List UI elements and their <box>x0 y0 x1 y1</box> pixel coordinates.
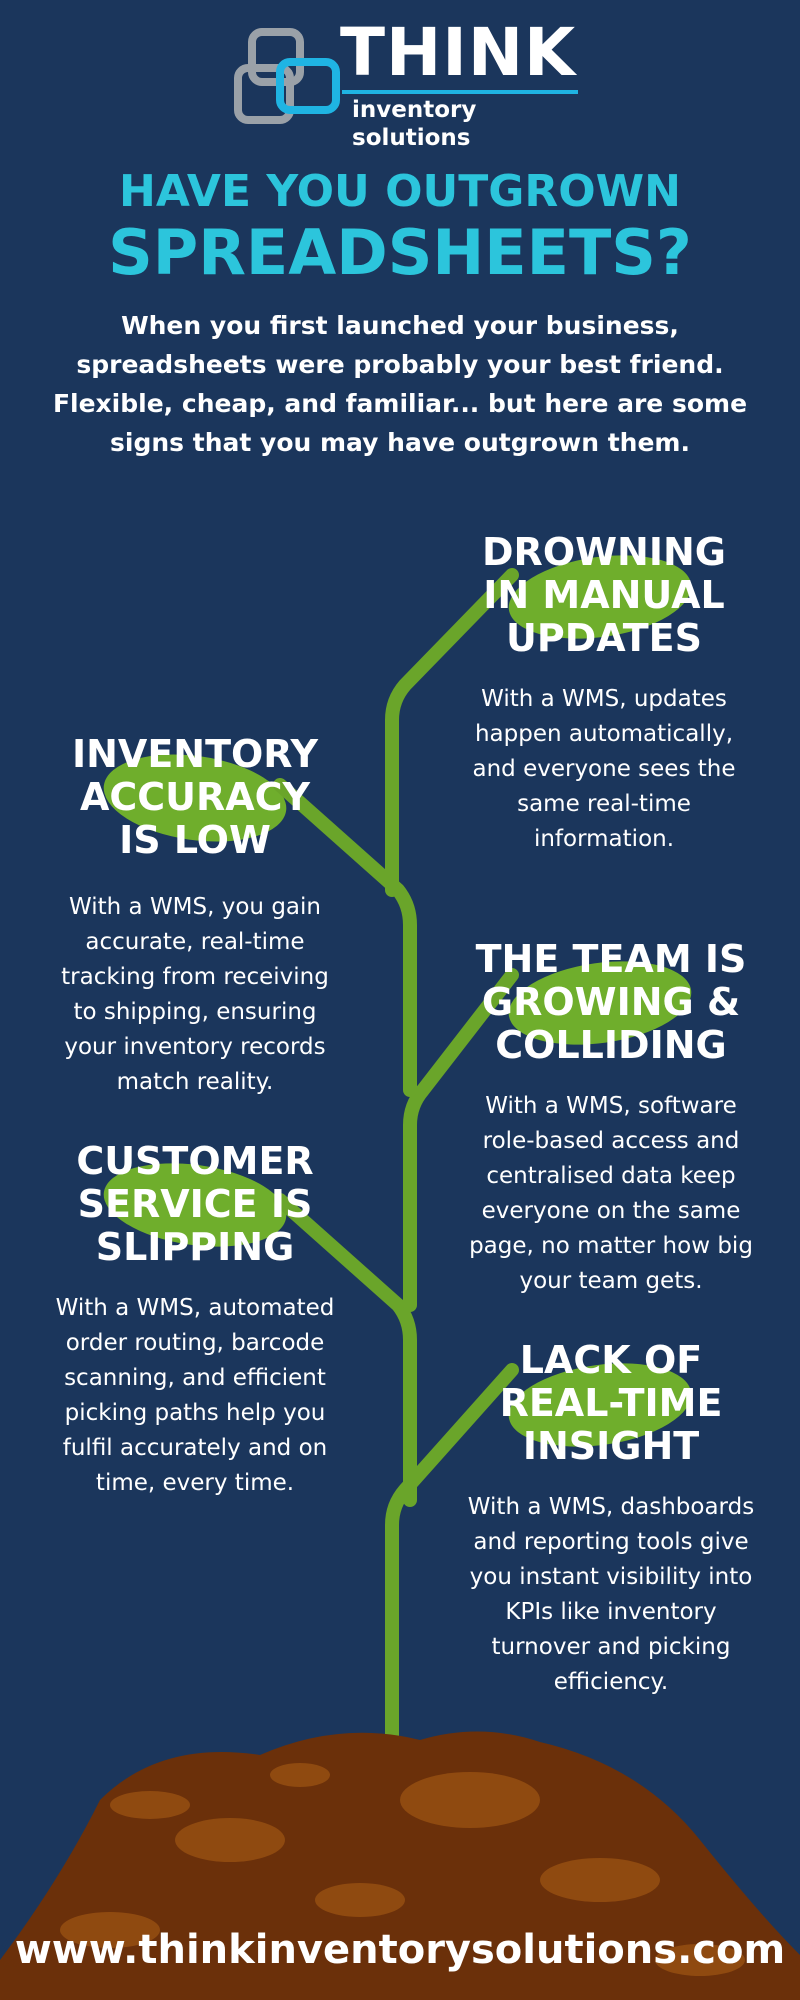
sign-description: With a WMS, automated order routing, bar… <box>55 1295 335 1496</box>
brand-tagline: inventory solutions <box>352 97 477 151</box>
sign-lack-real-time-insight: LACK OF REAL-TIME INSIGHT With a WMS, da… <box>436 1339 786 1700</box>
linked-squares-logo <box>234 28 340 124</box>
leaf-icon <box>508 1363 692 1447</box>
sign-title: DROWNING IN MANUAL UPDATES <box>482 530 726 660</box>
sign-title: CUSTOMER SERVICE IS SLIPPING <box>76 1139 314 1269</box>
leaf-icon <box>103 1163 287 1247</box>
soil-mound <box>0 1731 800 2000</box>
sign-description: With a WMS, you gain accurate, real-time… <box>61 894 329 1095</box>
sign-drowning-manual-updates: DROWNING IN MANUAL UPDATES With a WMS, u… <box>436 531 772 857</box>
sign-description: With a WMS, software role-based access a… <box>469 1093 753 1294</box>
intro-paragraph: When you first launched your business, s… <box>52 311 748 457</box>
sign-title: THE TEAM IS GROWING & COLLIDING <box>475 937 747 1067</box>
headline-line-2: SPREADSHEETS? <box>108 216 692 289</box>
website-link[interactable]: www.thinkinventorysolutions.com <box>14 1927 786 1973</box>
sign-title: LACK OF REAL-TIME INSIGHT <box>499 1338 723 1468</box>
leaf-icon <box>508 555 692 639</box>
sign-customer-service-slipping: CUSTOMER SERVICE IS SLIPPING With a WMS,… <box>30 1140 360 1501</box>
brand-underline <box>342 90 578 94</box>
headline-line-1: HAVE YOU OUTGROWN <box>119 166 681 217</box>
leaf-icon <box>103 754 287 842</box>
sign-description: With a WMS, updates happen automatically… <box>472 686 736 852</box>
sign-team-growing-colliding: THE TEAM IS GROWING & COLLIDING With a W… <box>436 938 786 1299</box>
leaf-icon <box>508 961 692 1045</box>
plant-stem <box>273 568 519 1787</box>
sign-description: With a WMS, dashboards and reporting too… <box>467 1494 755 1695</box>
sign-title: INVENTORY ACCURACY IS LOW <box>71 732 319 862</box>
sign-inventory-accuracy-low: INVENTORY ACCURACY IS LOW With a WMS, yo… <box>30 733 360 1100</box>
brand-name: THINK <box>340 14 577 91</box>
